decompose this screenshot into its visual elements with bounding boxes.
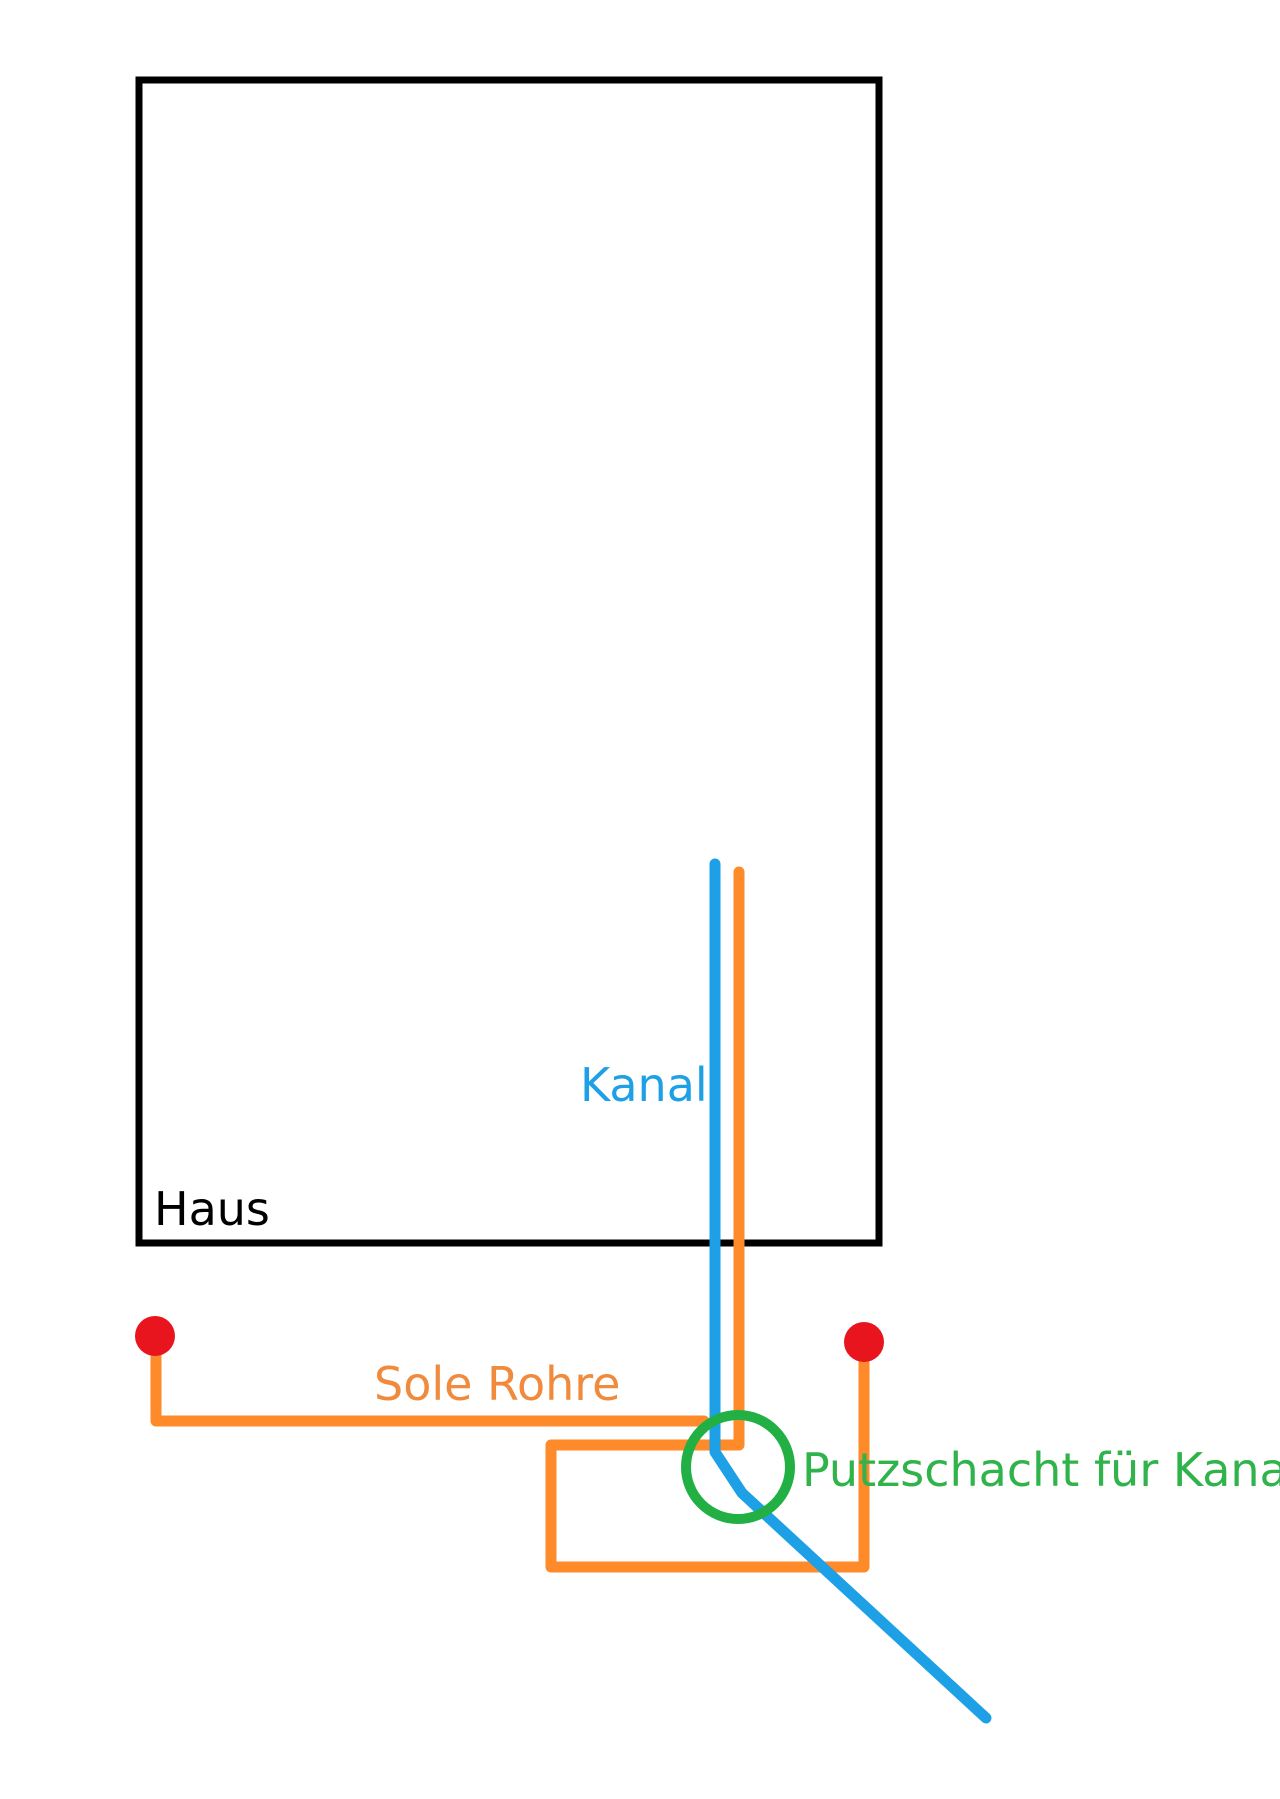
left-endpoint-marker xyxy=(135,1316,175,1356)
house-outline xyxy=(135,76,883,1247)
brine-pipe-left-branch xyxy=(150,1332,710,1427)
sewer-label: Kanal xyxy=(580,1058,708,1112)
brine-pipes-label: Sole Rohre xyxy=(374,1357,620,1411)
brine-pipe-loop xyxy=(545,1338,870,1573)
right-endpoint-marker xyxy=(844,1322,884,1362)
sewer-line xyxy=(709,858,992,1724)
house-label: Haus xyxy=(154,1182,270,1236)
cleanout-ring xyxy=(681,1410,795,1524)
cleanout-label: Putzschacht für Kanal xyxy=(802,1443,1280,1497)
